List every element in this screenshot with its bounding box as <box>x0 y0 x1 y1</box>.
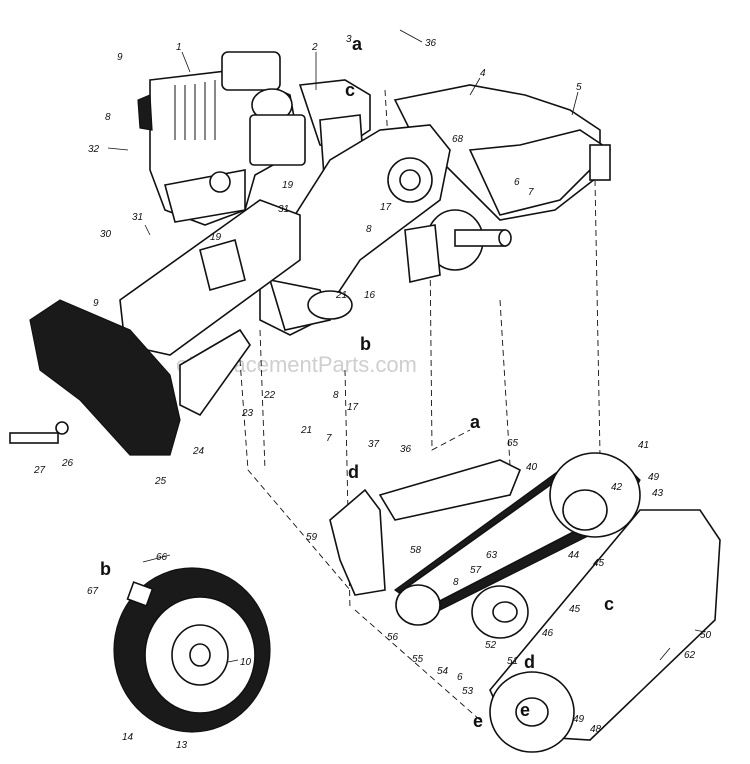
assembly-letter: e <box>473 711 483 731</box>
chain-case <box>259 124 451 336</box>
part-label: 19 <box>282 180 294 191</box>
part-label: 55 <box>412 654 424 665</box>
part-label: 59 <box>306 532 318 543</box>
part-label: 42 <box>611 482 623 493</box>
part-label: 51 <box>507 656 518 667</box>
leader-lines <box>40 29 706 663</box>
engine <box>137 51 306 226</box>
part-label: 67 <box>87 586 99 597</box>
belt-guard <box>489 509 721 753</box>
part-label: 54 <box>437 666 449 677</box>
part-label: 26 <box>61 458 74 469</box>
part-label: 21 <box>300 425 312 436</box>
part-label: 31 <box>278 204 289 215</box>
part-label: 10 <box>240 657 252 668</box>
part-label: 2 <box>311 42 318 53</box>
part-label: 31 <box>132 212 143 223</box>
part-label: 19 <box>210 232 222 243</box>
assembly-letter: c <box>345 80 355 100</box>
assembly-letter: e <box>520 700 530 720</box>
part-label: 48 <box>590 724 602 735</box>
part-label: 22 <box>263 390 276 401</box>
part-label: 1 <box>176 42 182 53</box>
part-label: 21 <box>335 290 347 301</box>
part-label: 9 <box>93 298 99 309</box>
part-label: 25 <box>154 476 167 487</box>
axle-housing <box>404 209 512 283</box>
idler-bracket <box>329 459 522 596</box>
assembly-letter: d <box>524 652 535 672</box>
part-label: 27 <box>33 465 46 476</box>
part-label: 44 <box>568 550 580 561</box>
part-label: 8 <box>333 390 339 401</box>
part-label: 37 <box>368 439 380 450</box>
assembly-letter: d <box>348 462 359 482</box>
part-label: 62 <box>684 650 696 661</box>
assembly-letter: a <box>470 412 481 432</box>
assembly-letter: b <box>100 559 111 579</box>
part-label: 58 <box>410 545 422 556</box>
part-label: 49 <box>648 472 660 483</box>
part-label: 14 <box>122 732 134 743</box>
part-label: 4 <box>480 68 486 79</box>
part-label: 16 <box>364 290 376 301</box>
belt-drive <box>393 452 641 639</box>
part-label: 43 <box>652 488 664 499</box>
part-label: 6 <box>457 672 463 683</box>
part-label: 32 <box>88 144 100 155</box>
part-label: 45 <box>569 604 581 615</box>
part-label: 45 <box>593 558 605 569</box>
part-label: 40 <box>526 462 538 473</box>
part-label: 7 <box>326 433 332 444</box>
part-label: 5 <box>576 82 582 93</box>
part-label: 30 <box>100 229 112 240</box>
part-label: 23 <box>241 408 254 419</box>
part-label: 41 <box>638 440 649 451</box>
part-label: 53 <box>462 686 474 697</box>
part-label: 7 <box>528 187 534 198</box>
assembly-letter: a <box>352 34 363 54</box>
part-label: 36 <box>425 38 437 49</box>
part-label: 8 <box>105 112 111 123</box>
part-label: 52 <box>485 640 497 651</box>
part-label: 9 <box>117 52 123 63</box>
part-label: 8 <box>453 577 459 588</box>
part-label: 66 <box>156 552 168 563</box>
part-label: 6 <box>514 177 520 188</box>
part-label: 17 <box>380 202 392 213</box>
part-label: 49 <box>573 714 585 725</box>
part-label: 8 <box>366 224 372 235</box>
part-label: 13 <box>176 740 188 751</box>
assembly-letter: c <box>604 594 614 614</box>
front-weight <box>9 299 181 456</box>
part-label: 3 <box>346 34 352 45</box>
part-label: 56 <box>387 632 399 643</box>
part-labels: 1 2 3 36 4 5 9 8 32 68 6 7 19 31 17 8 30… <box>33 34 712 751</box>
part-label: 17 <box>347 402 359 413</box>
part-label: 57 <box>470 565 482 576</box>
part-label: 46 <box>542 628 554 639</box>
part-label: 36 <box>400 444 412 455</box>
part-label: 68 <box>452 134 464 145</box>
part-label: 63 <box>486 550 498 561</box>
assembly-letter: b <box>360 334 371 354</box>
part-label: 65 <box>507 438 519 449</box>
part-label: 24 <box>192 446 205 457</box>
assembly-letters: a c b a d c b d e e <box>100 34 614 731</box>
wheel <box>113 567 271 733</box>
handle-bracket <box>119 199 301 417</box>
part-label: 50 <box>700 630 712 641</box>
